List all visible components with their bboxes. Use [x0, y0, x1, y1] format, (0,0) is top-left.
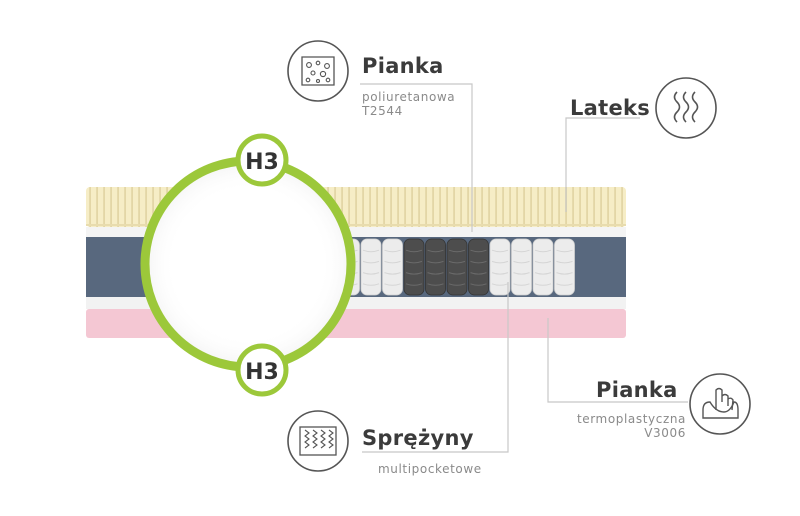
leader-foam-bottom [547, 318, 688, 403]
foam-bottom-material: termoplastyczna [576, 412, 686, 426]
spring-coil [534, 260, 552, 264]
spring-pocket [360, 238, 382, 296]
latex-waves-icon [655, 77, 717, 139]
spring-coil [513, 249, 530, 253]
spring-coil [384, 260, 401, 264]
firmness-ring-shade [147, 163, 349, 365]
spring-coil [491, 272, 509, 275]
foam-bottom-code: V3006 [644, 426, 686, 440]
spring-coil [384, 283, 401, 286]
spring-coil [470, 283, 487, 286]
springs-title: Sprężyny [362, 426, 474, 450]
foam-top-code: T2544 [362, 104, 403, 118]
leader-latex [565, 117, 640, 212]
spring-coil [405, 272, 423, 275]
spring-coil [556, 272, 573, 275]
spring-pocket [425, 238, 446, 296]
spring-coil [513, 283, 530, 286]
spring-pocket [489, 238, 511, 296]
foam-bottom-title: Pianka [596, 378, 678, 402]
spring-coil [362, 249, 380, 253]
spring-coil [427, 283, 444, 286]
spring-coil [556, 283, 573, 286]
foam-top-title: Pianka [362, 54, 444, 78]
pocket-springs-icon [287, 410, 349, 472]
memory-foam-hand-icon [689, 373, 751, 435]
spring-coil [448, 283, 466, 286]
latex-title: Lateks [570, 96, 651, 120]
spring-coil [362, 283, 380, 286]
spring-pocket [511, 238, 532, 296]
spring-pocket [403, 238, 425, 296]
spring-coil [513, 272, 530, 275]
spring-coil [405, 249, 423, 253]
spring-coil [427, 249, 444, 253]
spring-coil [534, 272, 552, 275]
spring-coil [427, 272, 444, 275]
spring-pocket [382, 238, 403, 296]
springs-type: multipocketowe [378, 462, 482, 476]
spring-pocket [446, 238, 468, 296]
leader-springs [362, 282, 509, 453]
spring-coil [427, 260, 444, 264]
spring-coil [470, 260, 487, 264]
spring-pocket [468, 238, 489, 296]
spring-coil [448, 260, 466, 264]
foam-cells-icon [287, 40, 349, 102]
spring-coil [384, 249, 401, 253]
spring-coil [470, 249, 487, 253]
leader-foam-top [360, 83, 473, 232]
spring-coil [491, 260, 509, 264]
spring-coil [491, 283, 509, 286]
spring-coil [556, 260, 573, 264]
firmness-badge-bottom: H3 [235, 343, 289, 397]
spring-coil [405, 283, 423, 286]
spring-coil [470, 272, 487, 275]
spring-coil [534, 249, 552, 253]
spring-coil [362, 260, 380, 264]
spring-coil [448, 272, 466, 275]
spring-coil [448, 249, 466, 253]
spring-coil [384, 272, 401, 275]
spring-coil [556, 249, 573, 253]
spring-coil [491, 249, 509, 253]
firmness-bottom-label: H3 [245, 360, 279, 385]
firmness-top-label: H3 [245, 150, 279, 175]
leader-lines [360, 83, 688, 453]
spring-coil [362, 272, 380, 275]
firmness-badge-top: H3 [235, 133, 289, 187]
spring-coil [513, 260, 530, 264]
spring-coil [534, 283, 552, 286]
spring-coil [405, 260, 423, 264]
separator-top [86, 227, 626, 237]
spring-pocket [532, 238, 554, 296]
foam-top-material: poliuretanowa [362, 90, 456, 104]
spring-pocket [554, 238, 575, 296]
